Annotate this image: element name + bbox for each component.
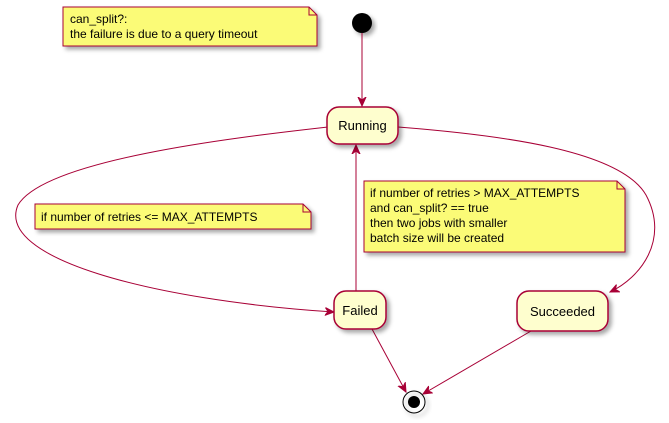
- note-retries-gt-line-3: then two jobs with smaller: [370, 216, 507, 230]
- note-can-split-line-2: the failure is due to a query timeout: [70, 27, 258, 41]
- note-retries-gt-line-4: batch size will be created: [370, 231, 504, 245]
- transitions: [15, 33, 656, 394]
- state-running: Running: [326, 106, 399, 145]
- note-retries-le: if number of retries <= MAX_ATTEMPTS: [34, 203, 312, 230]
- end-node: [402, 390, 426, 414]
- note-retries-gt: if number of retries > MAX_ATTEMPTS and …: [363, 180, 626, 253]
- note-retries-gt-line-2: and can_split? == true: [370, 201, 489, 215]
- arrow-running-to-failed: [15, 126, 334, 312]
- note-retries-le-line-1: if number of retries <= MAX_ATTEMPTS: [41, 210, 258, 224]
- state-running-label: Running: [338, 118, 386, 133]
- state-succeeded-label: Succeeded: [530, 304, 595, 319]
- arrow-succeeded-to-end: [423, 330, 532, 394]
- note-can-split-line-1: can_split?:: [70, 12, 127, 26]
- note-retries-gt-line-1: if number of retries > MAX_ATTEMPTS: [370, 186, 580, 200]
- note-can-split: can_split?: the failure is due to a quer…: [62, 6, 318, 47]
- state-succeeded: Succeeded: [516, 290, 609, 332]
- arrow-running-to-succeeded: [397, 126, 656, 292]
- start-node: [352, 13, 372, 33]
- state-failed-label: Failed: [342, 303, 377, 318]
- arrow-failed-to-end: [371, 328, 406, 392]
- state-failed: Failed: [333, 290, 387, 330]
